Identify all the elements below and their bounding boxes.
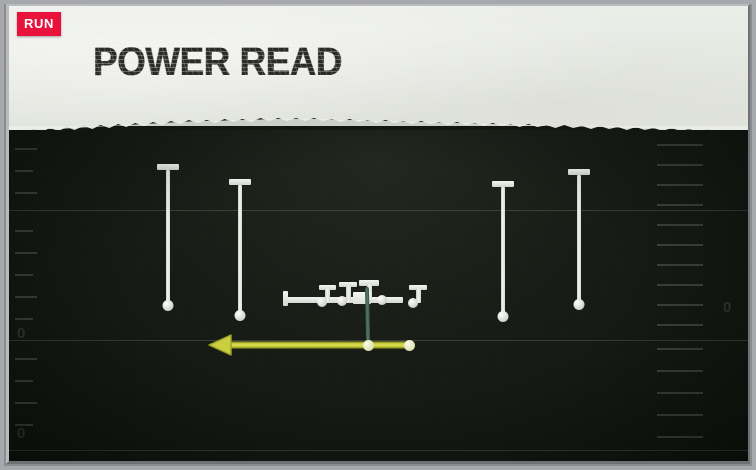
- yard-line: [9, 210, 748, 211]
- hash-mark: [15, 192, 37, 194]
- receiver-route-1[interactable]: [156, 164, 180, 311]
- lineman-block-bar: [285, 297, 377, 303]
- rb-mesh-point-dot: [363, 340, 374, 351]
- hash-mark: [15, 170, 33, 172]
- play-category-badge: RUN: [17, 12, 61, 36]
- lineman-dot: [408, 298, 418, 308]
- hash-mark: [15, 358, 37, 360]
- sideline-number: 0: [17, 425, 26, 442]
- yard-line: [9, 450, 748, 451]
- hash-mark: [15, 148, 37, 150]
- hash-mark: [657, 436, 703, 438]
- lineman-rt-stem: [416, 288, 421, 303]
- route-cap-icon: [229, 179, 251, 185]
- route-cap-icon: [492, 181, 514, 187]
- lineman-rg-cap-icon: [359, 280, 379, 286]
- route-stem: [166, 170, 170, 304]
- hash-mark: [657, 224, 703, 226]
- rb-start-dot: [404, 340, 415, 351]
- hash-mark: [657, 164, 703, 166]
- receiver-route-2[interactable]: [228, 179, 252, 321]
- football-field: 0 0 0: [9, 130, 748, 461]
- route-end-dot: [497, 311, 509, 322]
- hash-mark: [657, 244, 703, 246]
- route-stem: [238, 185, 242, 314]
- route-end-dot: [573, 299, 585, 310]
- rb-arrow-shape: [208, 334, 411, 356]
- lineman-c-cap-icon: [339, 282, 357, 287]
- lineman-dot: [317, 297, 327, 307]
- handoff-read-line: [339, 285, 399, 345]
- hash-mark: [657, 204, 703, 206]
- hash-mark: [657, 348, 703, 350]
- route-cap-icon: [568, 169, 590, 175]
- lineman-lg-cap-icon: [319, 285, 336, 290]
- lineman-right-block-bar: [375, 297, 403, 303]
- hash-mark: [657, 144, 703, 146]
- handoff-line-shape: [365, 287, 370, 341]
- hash-mark: [15, 318, 33, 320]
- lineman-rt-cap-icon: [409, 285, 427, 290]
- hash-mark: [15, 230, 33, 232]
- page-title: POWER READ: [91, 40, 344, 84]
- route-end-dot: [234, 310, 246, 321]
- route-cap-icon: [157, 164, 179, 170]
- hash-mark: [657, 324, 703, 326]
- hash-mark: [657, 284, 703, 286]
- hash-mark: [657, 370, 703, 372]
- yard-line: [9, 340, 748, 341]
- lineman-lt-cap-icon: [283, 291, 288, 306]
- lineman-c-stem: [346, 285, 351, 302]
- hash-mark: [15, 296, 37, 298]
- sideline-number: 0: [17, 325, 26, 342]
- hash-mark: [15, 424, 33, 426]
- diagram-canvas: RUN POWER READ: [6, 4, 750, 464]
- hash-mark: [15, 380, 33, 382]
- hash-mark: [15, 274, 33, 276]
- running-back-path[interactable]: [205, 330, 425, 360]
- lineman-dot: [377, 295, 387, 305]
- sideline-number: 0: [723, 299, 732, 316]
- route-stem: [577, 175, 581, 303]
- receiver-route-3[interactable]: [491, 181, 515, 322]
- lineman-lg-stem: [325, 288, 330, 303]
- route-stem: [501, 187, 505, 315]
- hash-mark: [657, 392, 703, 394]
- hash-mark: [657, 414, 703, 416]
- hash-mark: [15, 402, 37, 404]
- hash-mark: [657, 264, 703, 266]
- lineman-dot: [337, 296, 347, 306]
- hash-mark: [15, 252, 37, 254]
- route-end-dot: [162, 300, 174, 311]
- receiver-route-4[interactable]: [567, 169, 591, 310]
- hash-mark: [657, 304, 703, 306]
- hash-mark: [657, 184, 703, 186]
